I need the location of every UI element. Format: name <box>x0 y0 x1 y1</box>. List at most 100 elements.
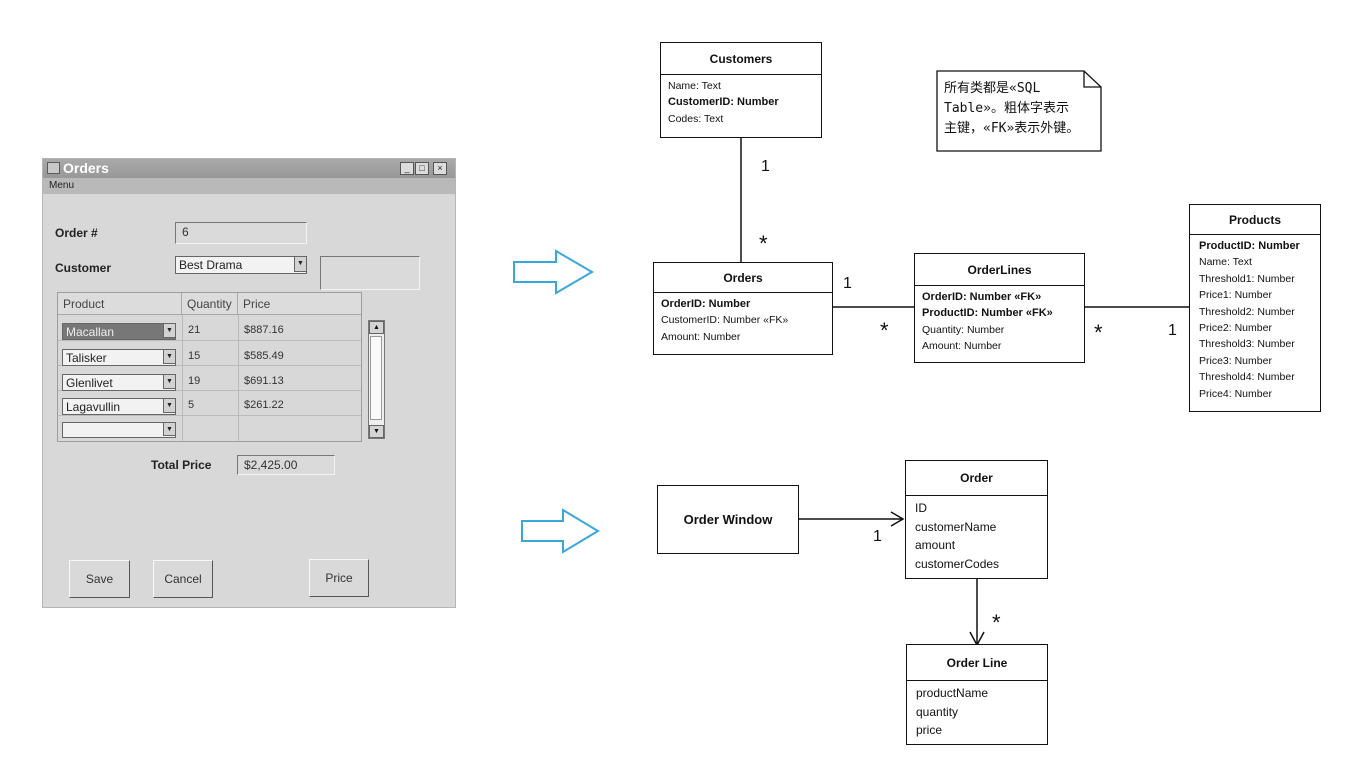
attribute: Name: Text <box>668 80 721 92</box>
attribute-primary-key: ProductID: Number «FK» <box>922 307 1053 320</box>
column-header-product[interactable]: Product <box>58 293 182 315</box>
quantity-cell[interactable]: 19 <box>188 375 201 387</box>
class-name: Orders <box>654 263 832 293</box>
product-combo[interactable]: Glenlivet ▼ <box>62 374 176 391</box>
note-line: 主键，«FK»表示外键。 <box>944 121 1080 136</box>
attribute: Threshold3: Number <box>1199 338 1295 351</box>
multiplicity: * <box>992 610 1001 635</box>
attribute: price <box>916 723 943 737</box>
product-combo-value: Glenlivet <box>66 376 113 390</box>
class-order-line: Order Line productName quantity price <box>906 644 1048 745</box>
window-titlebar[interactable]: Orders _ □ × <box>43 159 455 178</box>
attribute: CustomerID: Number «FK» <box>661 314 789 327</box>
attribute: Price3: Number <box>1199 354 1272 367</box>
chevron-down-icon[interactable]: ▼ <box>163 374 176 389</box>
attribute: Quantity: Number <box>922 323 1005 336</box>
menu-item[interactable]: Menu <box>49 180 75 191</box>
save-button[interactable]: Save <box>69 560 130 598</box>
customer-label: Customer <box>55 261 112 275</box>
product-combo[interactable]: Talisker ▼ <box>62 349 176 366</box>
class-name: Order Line <box>907 645 1047 681</box>
grid-scrollbar[interactable]: ▲ ▼ <box>368 320 385 439</box>
class-name: Customers <box>661 43 821 75</box>
note-line: Table»。粗体字表示 <box>944 101 1069 116</box>
price-cell: $691.13 <box>244 375 284 387</box>
quantity-cell[interactable]: 21 <box>188 324 201 336</box>
price-cell: $585.49 <box>244 350 284 362</box>
customer-combo-value: Best Drama <box>179 258 243 272</box>
attribute: Amount: Number <box>661 330 741 343</box>
attribute: customerName <box>915 519 997 534</box>
price-cell: $887.16 <box>244 324 284 336</box>
total-price-label: Total Price <box>151 458 212 472</box>
order-number-label: Order # <box>55 226 98 240</box>
attribute: Price1: Number <box>1199 289 1272 302</box>
attribute-primary-key: OrderID: Number <box>661 298 751 310</box>
chevron-down-icon[interactable]: ▼ <box>163 349 176 364</box>
multiplicity: 1 <box>1168 322 1177 339</box>
column-header-price[interactable]: Price <box>238 293 361 315</box>
multiplicity: * <box>880 318 889 343</box>
menu-bar: Menu <box>43 178 455 194</box>
attribute-primary-key: ProductID: Number <box>1199 240 1300 252</box>
quantity-cell[interactable]: 5 <box>188 399 195 411</box>
class-name: Products <box>1190 205 1320 235</box>
class-order: Order ID customerName amount customerCod… <box>905 460 1048 579</box>
arrowhead-icon <box>890 511 905 527</box>
attribute: Codes: Text <box>668 112 724 125</box>
chevron-down-icon[interactable]: ▼ <box>294 256 307 272</box>
class-orders: Orders OrderID: Number CustomerID: Numbe… <box>653 262 833 355</box>
attribute: productName <box>916 686 989 700</box>
class-products: Products ProductID: Number Name: Text Th… <box>1189 204 1321 412</box>
column-header-quantity[interactable]: Quantity <box>182 293 238 315</box>
total-price-field: $2,425.00 <box>237 455 335 475</box>
chevron-down-icon[interactable]: ▼ <box>163 422 176 436</box>
cancel-button[interactable]: Cancel <box>153 560 213 598</box>
scroll-thumb[interactable] <box>370 336 382 420</box>
class-orderlines: OrderLines OrderID: Number «FK» ProductI… <box>914 253 1085 363</box>
class-customers: Customers Name: Text CustomerID: Number … <box>660 42 822 138</box>
class-name: Order Window <box>683 512 773 527</box>
product-combo-empty[interactable]: ▼ <box>62 422 176 438</box>
window-title: Orders <box>63 160 109 176</box>
app-icon <box>47 162 60 174</box>
attribute: Threshold1: Number <box>1199 272 1295 285</box>
right-arrow-icon <box>513 249 594 295</box>
attribute: ID <box>915 501 927 515</box>
close-icon[interactable]: × <box>433 162 447 175</box>
maximize-icon[interactable]: □ <box>415 162 429 175</box>
orders-window: Orders _ □ × Menu Order # 6 Customer Bes… <box>42 158 456 608</box>
attribute: customerCodes <box>915 556 1000 571</box>
price-button[interactable]: Price <box>309 559 369 597</box>
class-name: OrderLines <box>915 254 1084 286</box>
product-combo[interactable]: Macallan ▼ <box>62 323 176 340</box>
product-combo-value: Macallan <box>66 325 115 339</box>
attribute: quantity <box>916 704 959 719</box>
price-cell: $261.22 <box>244 399 284 411</box>
attribute: Price4: Number <box>1199 387 1272 400</box>
product-combo[interactable]: Lagavullin ▼ <box>62 398 176 415</box>
chevron-down-icon[interactable]: ▼ <box>163 398 176 413</box>
attribute: amount <box>915 538 956 552</box>
customer-info-field[interactable] <box>320 256 420 290</box>
attribute-primary-key: OrderID: Number «FK» <box>922 291 1042 303</box>
attribute: Amount: Number <box>922 340 1002 353</box>
multiplicity: * <box>759 231 768 256</box>
product-combo-value: Talisker <box>66 351 107 365</box>
attribute: Threshold2: Number <box>1199 305 1295 318</box>
order-lines-grid: Product Quantity Price Macallan ▼ 21 $88… <box>57 292 362 442</box>
minimize-icon[interactable]: _ <box>400 162 414 175</box>
note-line: 所有类都是«SQL <box>944 81 1041 96</box>
scroll-down-icon[interactable]: ▼ <box>369 425 384 438</box>
chevron-down-icon[interactable]: ▼ <box>163 323 176 338</box>
attribute: Name: Text <box>1199 256 1252 269</box>
multiplicity: 1 <box>761 158 770 175</box>
right-arrow-icon <box>521 508 600 554</box>
customer-combo[interactable]: Best Drama ▼ <box>175 256 307 274</box>
order-number-field[interactable]: 6 <box>175 222 307 244</box>
multiplicity: * <box>1094 320 1103 345</box>
product-combo-value: Lagavullin <box>66 400 121 414</box>
quantity-cell[interactable]: 15 <box>188 350 201 362</box>
scroll-up-icon[interactable]: ▲ <box>369 321 384 334</box>
note-box: 所有类都是«SQL Table»。粗体字表示 主键，«FK»表示外键。 <box>936 70 1102 152</box>
